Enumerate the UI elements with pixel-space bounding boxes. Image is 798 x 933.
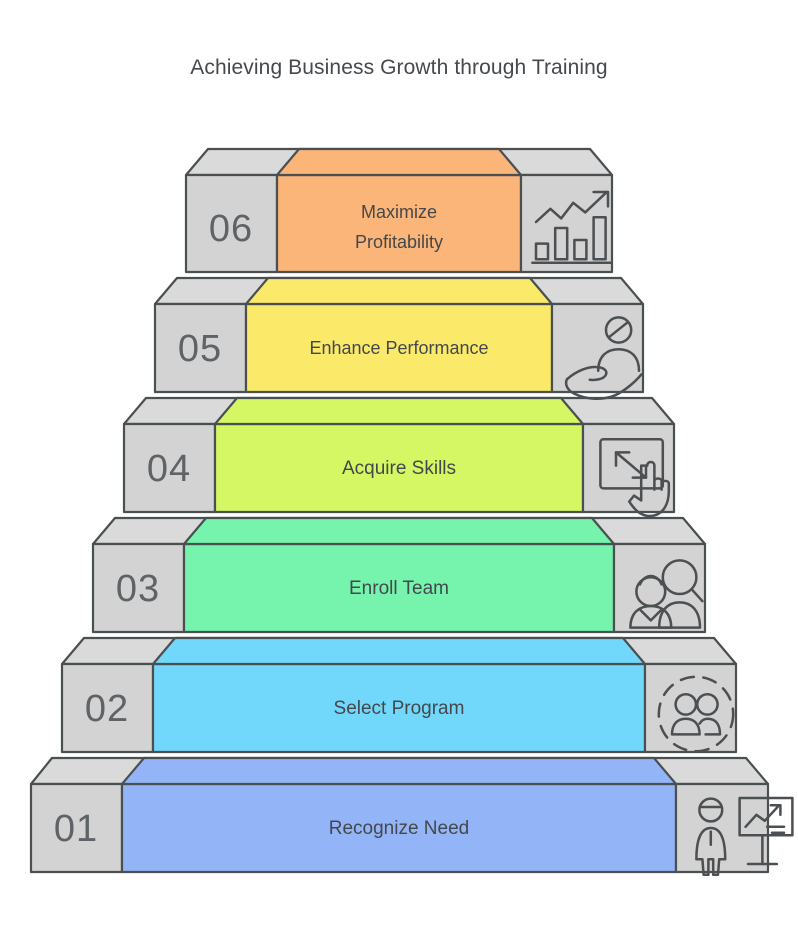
step-06-number: 06 <box>209 208 253 250</box>
step-06-label-line2: Profitability <box>355 232 443 252</box>
step-04-label: Acquire Skills <box>342 458 456 479</box>
step-04-number: 04 <box>147 448 191 490</box>
step-06-label-line1: Maximize <box>361 202 437 222</box>
hand-holding-person-icon <box>564 316 643 400</box>
step-01[interactable]: 01 Recognize Need <box>29 756 794 877</box>
users-in-dashed-circle-icon <box>657 675 735 753</box>
step-01-label: Recognize Need <box>329 818 469 839</box>
bar-chart-growth-arrow-icon <box>531 190 612 265</box>
resize-expand-hand-icon <box>599 437 671 518</box>
step-04-icon-panel <box>581 422 676 514</box>
step-03-top-color-bevel <box>182 516 616 546</box>
step-06-top-color-bevel <box>275 147 523 177</box>
step-05-icon-panel <box>550 302 645 394</box>
step-05-label: Enhance Performance <box>309 338 488 358</box>
step-04-top-color-bevel <box>213 396 585 426</box>
step-01-number: 01 <box>54 808 98 850</box>
step-03-number: 03 <box>116 568 160 610</box>
step-02-top-color-bevel <box>151 636 647 666</box>
step-02-number: 02 <box>85 688 129 730</box>
step-02[interactable]: 02 Select Program <box>60 636 738 754</box>
step-06-icon-panel <box>519 173 614 274</box>
step-02-label: Select Program <box>334 698 465 719</box>
step-01-top-color-bevel <box>120 756 678 786</box>
step-05[interactable]: 05 Enhance Performance <box>153 276 645 400</box>
person-presenting-growth-chart-icon <box>695 796 794 877</box>
step-06[interactable]: 06 Maximize Profitability <box>184 147 614 274</box>
team-search-people-icon <box>629 559 704 629</box>
step-03-label: Enroll Team <box>349 578 449 599</box>
step-05-number: 05 <box>178 328 222 370</box>
step-05-top-color-bevel <box>244 276 554 306</box>
step-02-icon-panel <box>643 662 738 754</box>
step-04[interactable]: 04 Acquire Skills <box>122 396 676 518</box>
step-03[interactable]: 03 Enroll Team <box>91 516 707 634</box>
step-06-color-panel <box>275 173 523 274</box>
page-title: Achieving Business Growth through Traini… <box>190 56 608 79</box>
